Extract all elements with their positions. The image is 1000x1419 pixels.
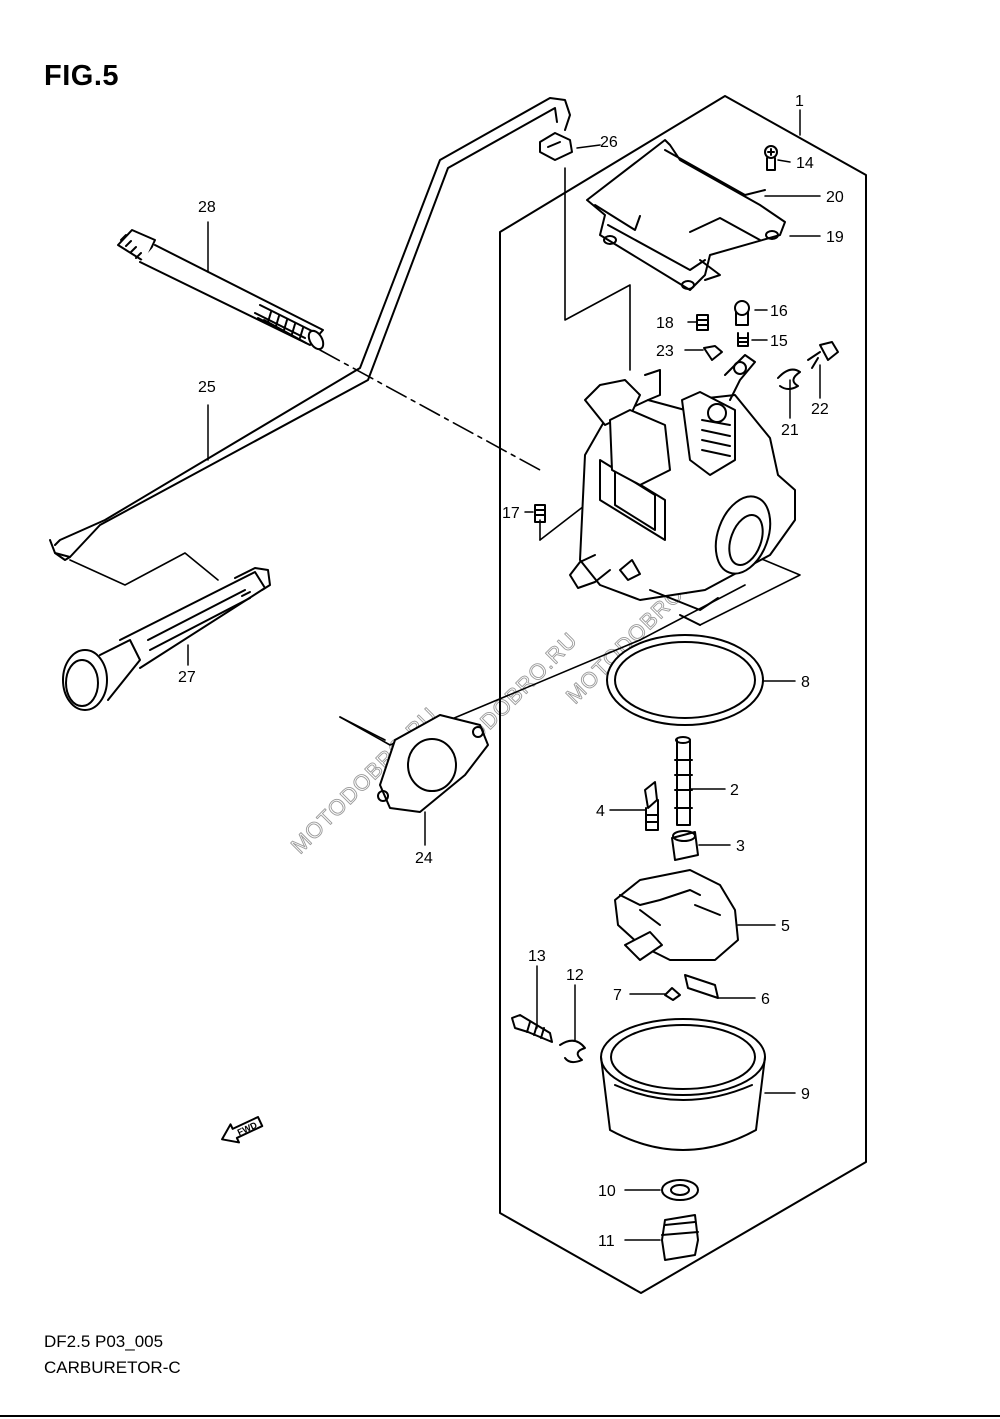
plates-19-20	[586, 139, 786, 291]
bottom-border	[0, 1415, 1000, 1417]
callout-leaders	[187, 109, 821, 1241]
drain-bolt-11	[661, 1214, 699, 1261]
callout-26: 26	[600, 134, 618, 151]
rod-25	[49, 97, 571, 561]
callout-17: 17	[502, 505, 520, 522]
bolt-28	[117, 229, 325, 351]
callout-28: 28	[198, 199, 216, 216]
callout-18: 18	[656, 315, 674, 332]
spring-12	[559, 1039, 586, 1064]
callout-14: 14	[796, 155, 814, 172]
callout-8: 8	[801, 674, 810, 691]
callout-24: 24	[415, 850, 433, 867]
small-screws	[534, 145, 839, 523]
callout-2: 2	[730, 782, 739, 799]
callout-7: 7	[613, 987, 622, 1004]
choke-knob-27	[62, 567, 271, 711]
assembly-outline	[499, 95, 867, 1294]
callout-11: 11	[598, 1233, 615, 1250]
callout-10: 10	[598, 1183, 616, 1200]
callout-19: 19	[826, 229, 844, 246]
callout-1: 1	[795, 93, 804, 110]
callout-5: 5	[781, 918, 790, 935]
float-5	[614, 869, 739, 961]
callout-23: 23	[656, 343, 674, 360]
callout-3: 3	[736, 838, 745, 855]
callout-9: 9	[801, 1086, 810, 1103]
callout-12: 12	[566, 967, 584, 984]
figure-code: DF2.5 P03_005	[44, 1332, 164, 1351]
callout-13: 13	[528, 948, 546, 965]
o-ring-8	[606, 634, 764, 726]
callout-4: 4	[596, 803, 605, 820]
washer-10	[661, 1179, 699, 1201]
clip-7	[664, 987, 681, 1001]
clip-26	[539, 132, 573, 161]
gasket-24	[377, 714, 489, 813]
callout-21: 21	[781, 422, 799, 439]
callout-16: 16	[770, 303, 788, 320]
screw-13	[511, 1014, 553, 1043]
callout-22: 22	[811, 401, 829, 418]
callout-20: 20	[826, 189, 844, 206]
nozzle-2	[674, 736, 693, 826]
callout-15: 15	[770, 333, 788, 350]
callout-25: 25	[198, 379, 216, 396]
callout-6: 6	[761, 991, 770, 1008]
pin-6	[684, 974, 719, 999]
figure-title: FIG.5	[44, 60, 120, 92]
carburetor-body	[569, 354, 796, 626]
fwd-arrow-icon: FWD	[221, 1116, 264, 1144]
figure-name: CARBURETOR-C	[44, 1358, 181, 1377]
jet-3	[671, 830, 699, 861]
needle-4	[644, 781, 659, 831]
callout-27: 27	[178, 669, 196, 686]
callout-labels: 1 2 3 4 5 6 7 8 9 10 11 12 13 14 15 16 1…	[178, 93, 844, 1250]
float-bowl-9	[600, 1018, 766, 1151]
